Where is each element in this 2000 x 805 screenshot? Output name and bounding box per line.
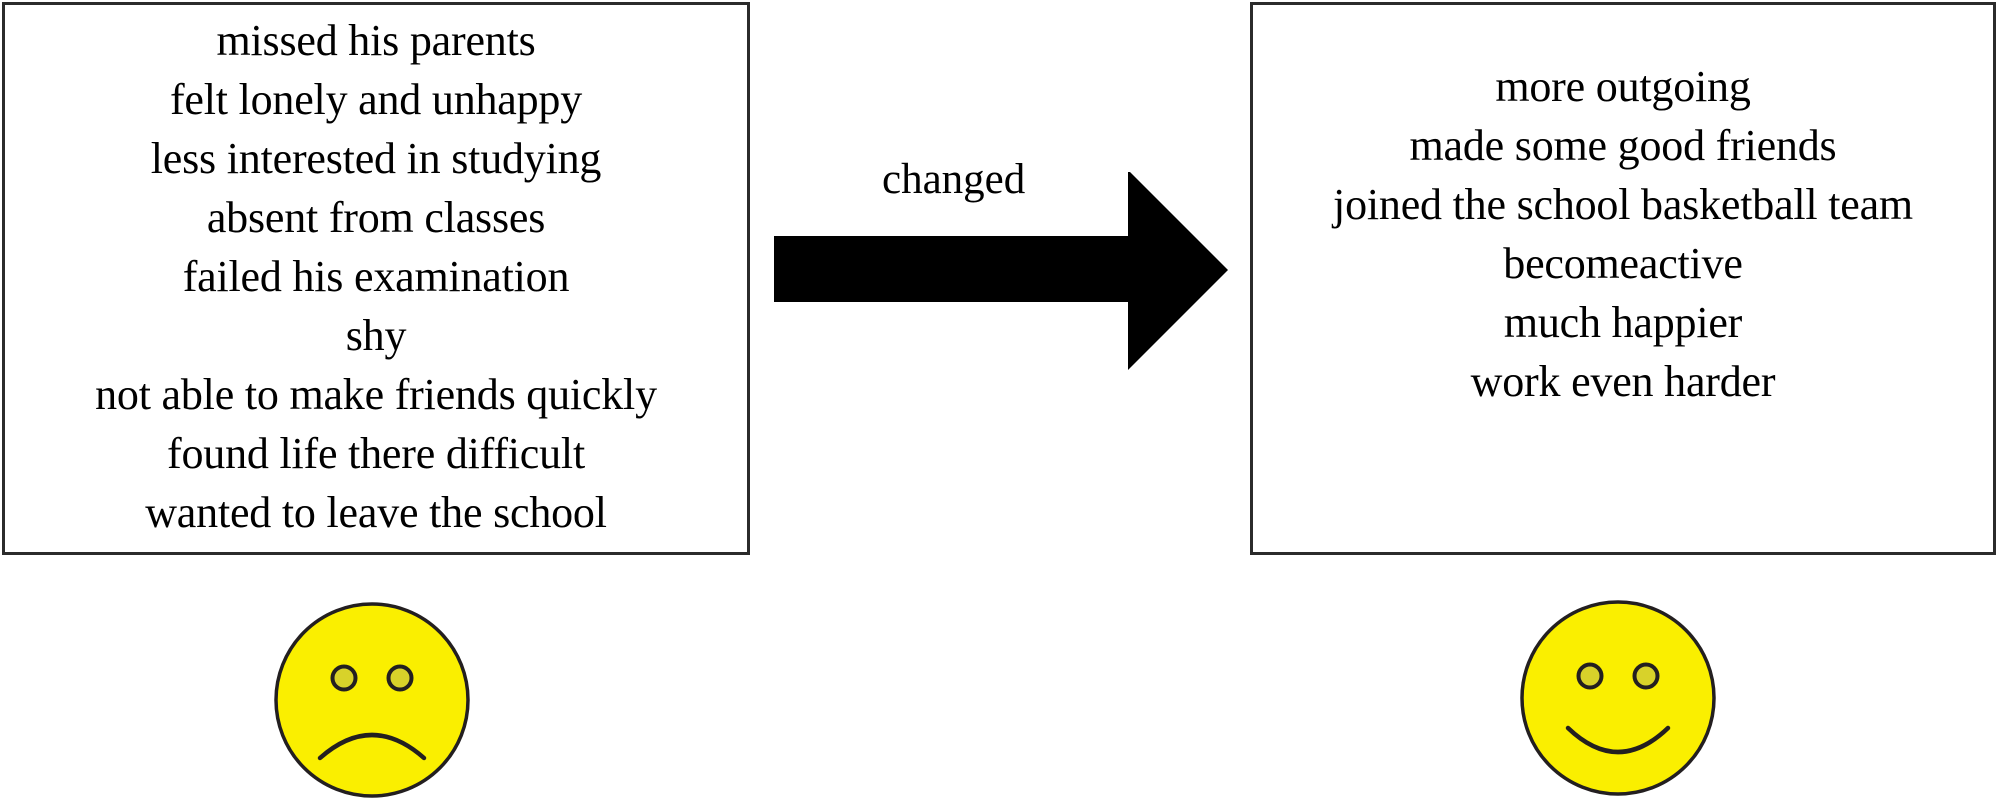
list-item: shy — [345, 311, 407, 360]
list-item: more outgoing — [1495, 62, 1751, 111]
list-item: made some good friends — [1409, 121, 1837, 170]
after-trait-list: more outgoing made some good friends joi… — [1253, 57, 1993, 411]
list-item: found life there difficult — [167, 429, 585, 478]
list-item: joined the school basketball team — [1333, 180, 1913, 229]
right-arrow-icon — [774, 172, 1228, 370]
before-trait-list: missed his parents felt lonely and unhap… — [5, 11, 747, 542]
before-panel: missed his parents felt lonely and unhap… — [2, 2, 750, 555]
list-item: missed his parents — [216, 16, 536, 65]
list-item: failed his examination — [182, 252, 570, 301]
connector-group: changed — [770, 150, 1240, 390]
list-item: much happier — [1503, 298, 1743, 347]
after-panel: more outgoing made some good friends joi… — [1250, 2, 1996, 555]
list-item: becomeactive — [1503, 239, 1743, 288]
connector-label: changed — [882, 156, 1026, 203]
list-item: less interested in studying — [150, 134, 602, 183]
list-item: work even harder — [1470, 357, 1776, 406]
list-item: not able to make friends quickly — [95, 370, 657, 419]
list-item: absent from classes — [206, 193, 546, 242]
list-item: wanted to leave the school — [145, 488, 607, 537]
list-item: felt lonely and unhappy — [169, 75, 583, 124]
happy-face-icon — [1520, 600, 1716, 796]
sad-face-icon — [274, 602, 470, 798]
